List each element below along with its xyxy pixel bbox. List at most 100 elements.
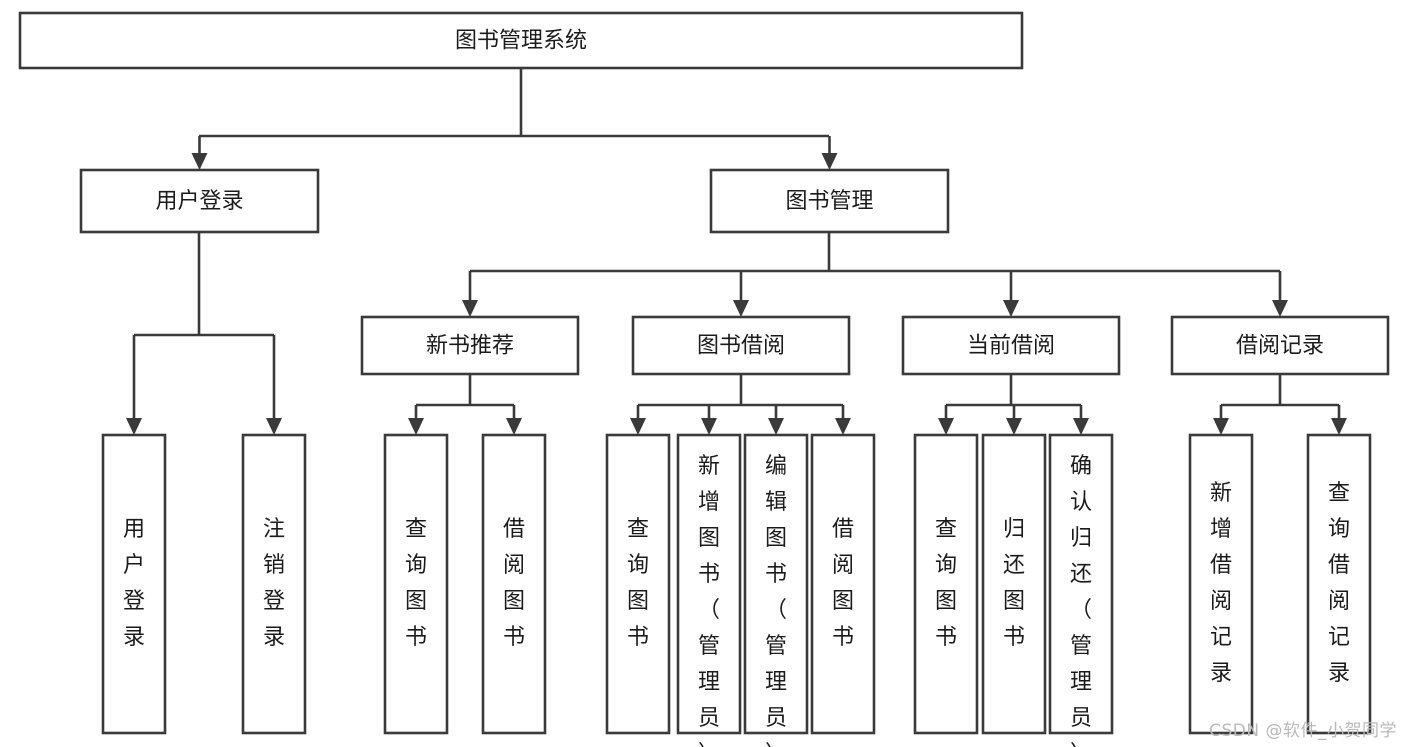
node-box-leaf-add-record[interactable] (1188, 433, 1254, 735)
edge-new-book-rec-to-leaf-borrow-book-1 (506, 405, 522, 435)
node-box-leaf-user-login[interactable] (101, 433, 167, 735)
node-leaf-return-book[interactable]: 归还图书 (981, 433, 1047, 735)
node-label-book-manage: 图书管理 (785, 189, 873, 214)
node-box-book-borrow[interactable] (631, 315, 851, 376)
node-label-leaf-borrow-book-1: 借阅图书 (503, 517, 525, 650)
node-leaf-add-record[interactable]: 新增借阅记录 (1188, 433, 1254, 735)
arrow-head-icon (835, 418, 851, 435)
edge-root-to-book-manage (821, 136, 838, 170)
connector-current-borrow-bus (946, 374, 1081, 407)
node-label-leaf-query-book-3: 查询图书 (935, 517, 957, 650)
arrow-head-icon (733, 300, 749, 317)
node-leaf-edit-book[interactable]: 编辑图书（管理员） (743, 433, 809, 747)
edge-book-manage-to-book-borrow (733, 271, 749, 317)
node-label-leaf-add-book: 新增图书（管理员） (698, 454, 720, 747)
edges-layer (126, 68, 1347, 435)
node-box-leaf-borrow-book-2[interactable] (810, 433, 876, 735)
edge-borrow-record-to-leaf-query-record (1331, 405, 1347, 435)
arrow-head-icon (938, 418, 954, 435)
arrow-head-icon (1331, 418, 1347, 435)
edge-book-manage-to-new-book-rec (462, 271, 478, 317)
node-label-leaf-add-record: 新增借阅记录 (1210, 481, 1232, 686)
node-box-leaf-add-book[interactable] (676, 433, 742, 735)
node-box-leaf-logout[interactable] (241, 433, 307, 735)
edge-book-borrow-to-leaf-edit-book (768, 405, 784, 435)
connector-book-borrow-bus (638, 374, 843, 407)
node-leaf-query-record[interactable]: 查询借阅记录 (1306, 433, 1372, 735)
node-leaf-query-book-3[interactable]: 查询图书 (913, 433, 979, 735)
edge-borrow-record-to-leaf-add-record (1213, 405, 1229, 435)
connector-user-login-bus (134, 232, 274, 337)
node-box-leaf-edit-book[interactable] (743, 433, 809, 735)
node-root[interactable]: 图书管理系统 (18, 11, 1024, 70)
node-label-user-login: 用户登录 (155, 189, 243, 214)
node-current-borrow[interactable]: 当前借阅 (901, 315, 1121, 376)
node-book-borrow[interactable]: 图书借阅 (631, 315, 851, 376)
arrow-head-icon (462, 300, 478, 317)
edge-current-borrow-to-leaf-query-book-3 (938, 405, 954, 435)
node-leaf-query-book-1[interactable]: 查询图书 (383, 433, 449, 735)
node-box-leaf-query-book-3[interactable] (913, 433, 979, 735)
nodes-layer: 图书管理系统用户登录图书管理新书推荐图书借阅当前借阅借阅记录用户登录注销登录查询… (18, 11, 1390, 747)
edge-root-to-user-login (191, 136, 208, 170)
edge-book-borrow-to-leaf-add-book (701, 405, 717, 435)
edge-book-borrow-to-leaf-borrow-book-2 (835, 405, 851, 435)
node-box-leaf-query-book-2[interactable] (605, 433, 671, 735)
edge-current-borrow-to-leaf-return-book (1006, 405, 1022, 435)
arrow-head-icon (630, 418, 646, 435)
node-box-user-login[interactable] (79, 168, 320, 234)
node-label-leaf-edit-book: 编辑图书（管理员） (765, 454, 787, 747)
node-label-leaf-query-book-1: 查询图书 (405, 517, 427, 650)
node-box-leaf-borrow-book-1[interactable] (481, 433, 547, 735)
node-box-leaf-confirm-return[interactable] (1048, 433, 1114, 735)
arrow-head-icon (821, 153, 838, 170)
connector-borrow-record-bus (1221, 374, 1339, 407)
node-borrow-record[interactable]: 借阅记录 (1170, 315, 1390, 376)
arrow-head-icon (191, 153, 208, 170)
edge-new-book-rec-to-leaf-query-book-1 (408, 405, 424, 435)
node-label-leaf-return-book: 归还图书 (1003, 517, 1025, 650)
node-label-new-book-rec: 新书推荐 (426, 334, 514, 359)
edge-current-borrow-to-leaf-confirm-return (1073, 405, 1089, 435)
node-box-root[interactable] (18, 11, 1024, 70)
node-leaf-user-login[interactable]: 用户登录 (101, 433, 167, 735)
node-box-new-book-rec[interactable] (360, 315, 580, 376)
node-leaf-logout[interactable]: 注销登录 (241, 433, 307, 735)
node-leaf-borrow-book-2[interactable]: 借阅图书 (810, 433, 876, 735)
connector-new-book-rec-bus (416, 374, 514, 407)
node-box-leaf-query-record[interactable] (1306, 433, 1372, 735)
node-box-borrow-record[interactable] (1170, 315, 1390, 376)
arrow-head-icon (768, 418, 784, 435)
node-label-root: 图书管理系统 (455, 29, 587, 54)
connector-root-bus (199, 68, 829, 138)
edge-book-borrow-to-leaf-query-book-2 (630, 405, 646, 435)
node-leaf-borrow-book-1[interactable]: 借阅图书 (481, 433, 547, 735)
node-new-book-rec[interactable]: 新书推荐 (360, 315, 580, 376)
edge-user-login-to-leaf-user-login (126, 335, 142, 435)
arrow-head-icon (506, 418, 522, 435)
node-leaf-query-book-2[interactable]: 查询图书 (605, 433, 671, 735)
arrow-head-icon (1272, 300, 1288, 317)
node-leaf-add-book[interactable]: 新增图书（管理员） (676, 433, 742, 747)
connector-book-manage-bus (470, 232, 1280, 273)
arrow-head-icon (408, 418, 424, 435)
edge-book-manage-to-current-borrow (1003, 271, 1019, 317)
node-box-leaf-return-book[interactable] (981, 433, 1047, 735)
arrow-head-icon (1213, 418, 1229, 435)
node-box-book-manage[interactable] (709, 168, 950, 234)
arrow-head-icon (701, 418, 717, 435)
node-label-borrow-record: 借阅记录 (1236, 334, 1324, 359)
arrow-head-icon (126, 418, 142, 435)
node-box-leaf-query-book-1[interactable] (383, 433, 449, 735)
arrow-head-icon (1006, 418, 1022, 435)
node-label-book-borrow: 图书借阅 (697, 334, 785, 359)
node-label-leaf-confirm-return: 确认归还（管理员） (1070, 454, 1092, 747)
node-label-leaf-borrow-book-2: 借阅图书 (832, 517, 854, 650)
node-box-current-borrow[interactable] (901, 315, 1121, 376)
node-book-manage[interactable]: 图书管理 (709, 168, 950, 234)
node-label-leaf-query-record: 查询借阅记录 (1328, 481, 1350, 686)
node-leaf-confirm-return[interactable]: 确认归还（管理员） (1048, 433, 1114, 747)
node-user-login[interactable]: 用户登录 (79, 168, 320, 234)
node-label-leaf-user-login: 用户登录 (123, 517, 145, 650)
